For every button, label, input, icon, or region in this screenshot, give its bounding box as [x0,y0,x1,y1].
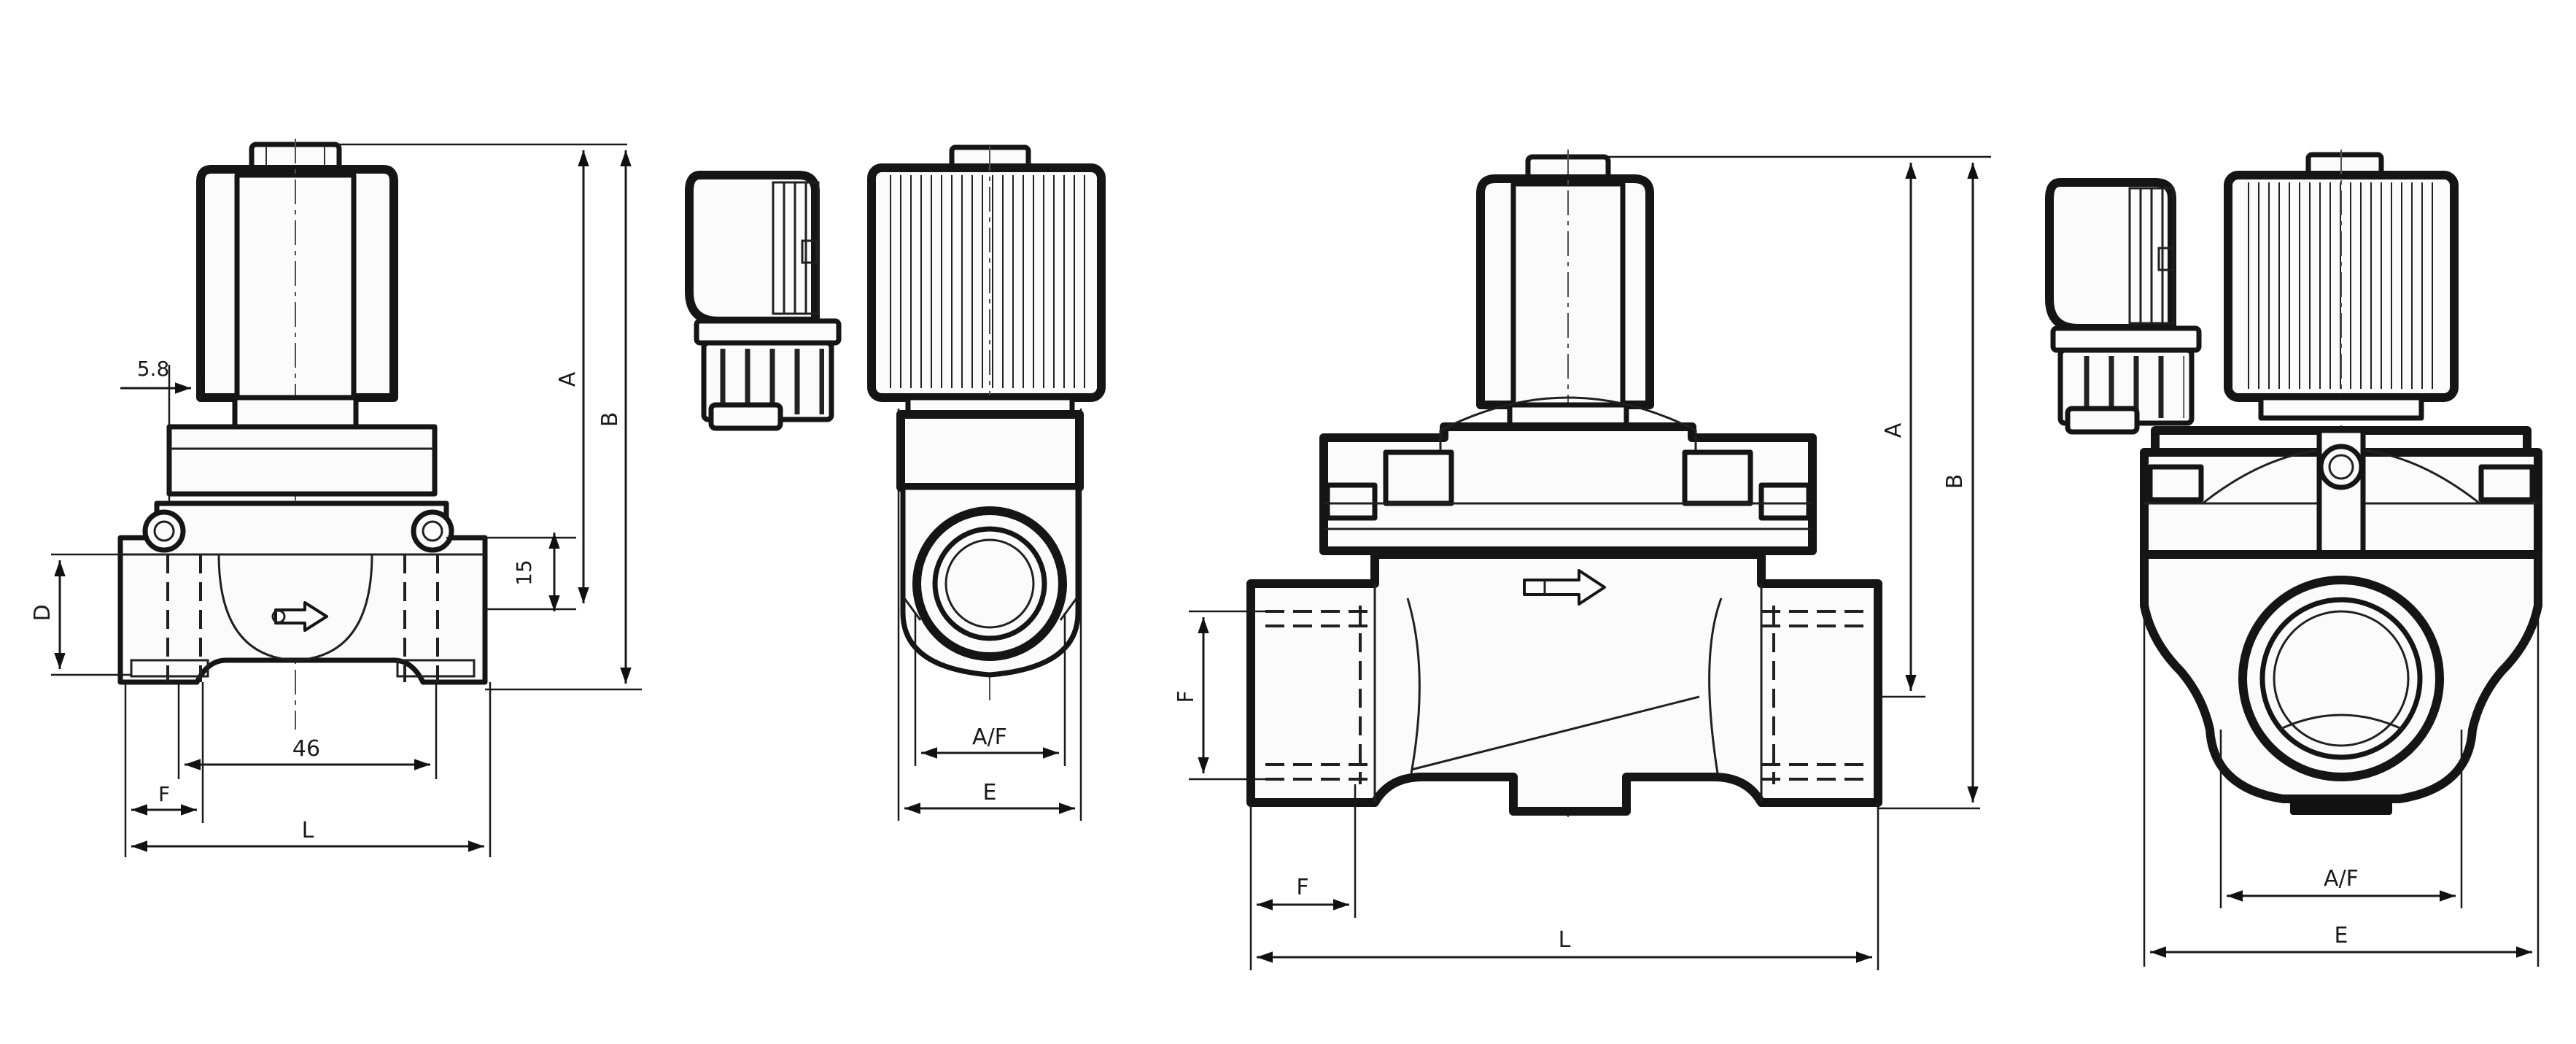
view-1-small-valve-front: 5.8 A B 15 D 46 F L [30,139,642,857]
v2-dim-AF-label: A/F [972,724,1007,750]
v3-dim-F-side-label: F [1173,690,1199,703]
v1-dim-D-label: D [30,604,55,621]
v1-dim-5-8-label: 5.8 [137,357,170,381]
v1-dim-F-label: F [158,782,170,806]
view-4-large-valve-side: A/F E [2045,150,2542,967]
v1-dim-46-label: 46 [292,736,320,762]
v1-dim-L-label: L [302,818,314,843]
v1-dim-15-label: 15 [512,560,536,586]
v1-dim-B-label: B [597,412,623,428]
v4-dim-E-label: E [2335,923,2348,948]
v2-dim-E-label: E [983,780,997,805]
v4-dim-AF-label: A/F [2324,866,2359,892]
v3-dim-B-label: B [1942,474,1968,490]
v3-dim-F-bottom-label: F [1296,875,1308,900]
v3-dim-L-label: L [1559,927,1571,953]
view-2-small-valve-side: A/F E [685,144,1106,821]
v3-dim-A-label: A [1881,422,1906,438]
view-3-large-valve-front: A B F F L [1173,150,1991,970]
v1-dim-A-label: A [555,371,581,387]
